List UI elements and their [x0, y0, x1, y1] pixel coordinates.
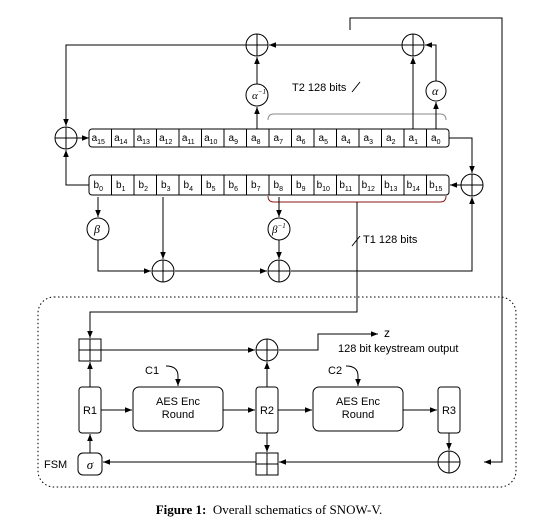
r3-label: R3: [442, 405, 456, 417]
register-a-cell: a12: [159, 133, 172, 146]
fsm-wires: [87, 331, 452, 465]
beta-inv-label: β: [271, 224, 278, 236]
register-a-cell: a8: [251, 133, 261, 146]
register-b-cell: b8: [274, 180, 284, 193]
t1-label: T1 128 bits: [363, 234, 418, 246]
aes1-line1: AES Enc: [156, 396, 201, 408]
register-b-cell: b14: [407, 180, 420, 193]
register-a-cell: a13: [137, 133, 150, 146]
xor-top-right-icon: [401, 33, 425, 57]
c2-label: C2: [328, 365, 342, 377]
register-b-cell: b13: [384, 180, 397, 193]
register-a-cell: a2: [386, 133, 396, 146]
adder-top-icon: [78, 338, 102, 362]
r1-label: R1: [83, 405, 97, 417]
z-output-label: z: [384, 326, 390, 340]
beta-inv-sup: −1: [277, 222, 285, 230]
xor-fsm-right-icon: [437, 450, 461, 474]
figure-caption: Figure 1: Overall schematics of SNOW-V.: [0, 502, 538, 518]
alpha-label: α: [432, 84, 439, 98]
register-b-cell: b3: [161, 180, 171, 193]
register-a-cell: a11: [182, 133, 195, 146]
aes1-line2: Round: [162, 409, 194, 421]
svg-text:α−1: α−1: [252, 88, 266, 102]
r2-label: R2: [260, 405, 274, 417]
keystream-label: 128 bit keystream output: [338, 343, 458, 355]
register-a-cell: a14: [114, 133, 127, 146]
xor-bottom-left-icon: [151, 259, 175, 283]
register-b-cell: b6: [229, 180, 239, 193]
register-b-cell: b2: [139, 180, 149, 193]
register-b-cell: b0: [94, 180, 104, 193]
alpha-inv-sup: −1: [258, 88, 266, 96]
caption-text: Overall schematics of SNOW-V.: [212, 502, 383, 517]
register-b-cell: b10: [317, 180, 330, 193]
register-b-cell: b9: [296, 180, 306, 193]
snow-v-schematic: a15 a14 a13 a12 a11 a10 a9 a8 a7 a6 a5 a4 a3 a2 a1 a0 b…: [37, 17, 517, 488]
lfsr-b-register: b0 b1 b2 b3 b4 b5 b6 b7 b8 b9 b10 b11 b12 b13 b14 b15: [88, 174, 450, 196]
svg-text:β−1: β−1: [271, 222, 286, 236]
register-a-cell: a5: [319, 133, 329, 146]
register-a-cell: a9: [229, 133, 239, 146]
xor-bottom-right-icon: [267, 259, 291, 283]
register-b-cell: b4: [184, 180, 194, 193]
register-b-cell: b5: [206, 180, 216, 193]
lfsr-wires: [63, 17, 503, 465]
register-b-cell: b15: [429, 180, 442, 193]
adder-bottom-icon: [255, 452, 279, 476]
aes2-line2: Round: [342, 409, 374, 421]
sigma-label: σ: [87, 457, 94, 472]
register-a-cell: a7: [274, 133, 284, 146]
register-b-cell: b1: [116, 180, 126, 193]
xor-output-icon: [255, 338, 279, 362]
lfsr-a-register: a15 a14 a13 a12 a11 a10 a9 a8 a7 a6 a5 a4 a3 a2 a1 a0: [88, 128, 450, 148]
t2-brace: [267, 113, 447, 121]
xor-right-icon: [460, 173, 484, 197]
t1-brace: [267, 195, 447, 203]
aes-round-2: [312, 386, 404, 432]
register-a-cell: a1: [409, 133, 419, 146]
register-a-cell: a15: [92, 133, 105, 146]
caption-label: Figure 1:: [155, 502, 207, 517]
fsm-label: FSM: [44, 459, 67, 471]
fsm-boundary: [37, 296, 517, 488]
beta-label: β: [93, 222, 100, 236]
register-b-cell: b11: [339, 180, 352, 193]
register-a-cell: a0: [431, 133, 441, 146]
register-b-cell: b12: [362, 180, 375, 193]
t2-label: T2 128 bits: [292, 82, 347, 94]
alpha-inv-label: α: [252, 90, 258, 102]
aes2-line1: AES Enc: [336, 396, 381, 408]
aes-round-1: [132, 386, 224, 432]
c1-label: C1: [145, 365, 159, 377]
register-a-cell: a6: [296, 133, 306, 146]
register-a-cell: a4: [341, 133, 351, 146]
register-a-cell: a10: [204, 133, 217, 146]
xor-left-icon: [54, 126, 78, 150]
xor-top-left-icon: [245, 33, 269, 57]
register-a-cell: a3: [364, 133, 374, 146]
register-b-cell: b7: [251, 180, 261, 193]
